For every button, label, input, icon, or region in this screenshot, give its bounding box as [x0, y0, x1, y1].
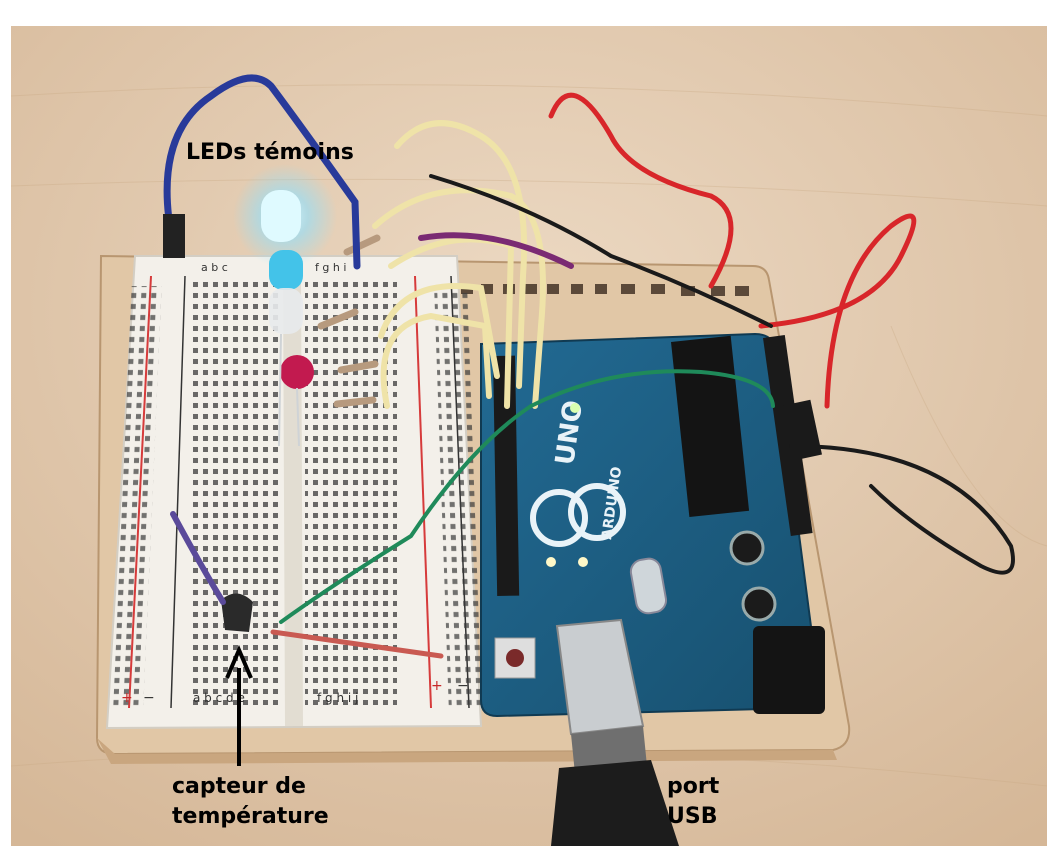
base-plate-edge: [97, 738, 837, 764]
label-leds: LEDs témoins: [186, 140, 354, 165]
usb-plug: [551, 618, 679, 846]
column-letters-top-left: a b c: [201, 261, 228, 274]
rail-minus-right: −: [457, 678, 469, 694]
label-usb-port-line-1: port: [667, 774, 720, 799]
rail-minus-left: −: [143, 690, 155, 706]
leds-group: [233, 164, 337, 447]
breadboard-arduino-photo: a b c f g h i a b c d e f g h i j + − + …: [11, 26, 1047, 846]
column-letters-bottom-right: f g h i j: [317, 691, 358, 705]
resistors: [317, 234, 381, 408]
column-letters-bottom-left: a b c d e: [193, 691, 245, 705]
temperature-sensor: [221, 593, 253, 632]
label-usb-port-line-2: USB: [667, 804, 718, 829]
arrow-icon: [225, 644, 253, 766]
rail-plus-right: +: [431, 678, 443, 694]
label-usb-port: port USB: [667, 772, 719, 832]
rail-plus-left: +: [121, 690, 133, 706]
label-temperature-sensor-line-1: capteur de: [172, 774, 306, 799]
label-temperature-sensor: capteur de température: [172, 772, 329, 832]
wires: [163, 74, 1015, 659]
analog-connector: [780, 399, 822, 461]
arduino-board: UNO ARDUINO: [480, 332, 825, 718]
column-letters-top-right: f g h i: [315, 261, 346, 274]
label-temperature-sensor-line-2: température: [172, 804, 329, 829]
